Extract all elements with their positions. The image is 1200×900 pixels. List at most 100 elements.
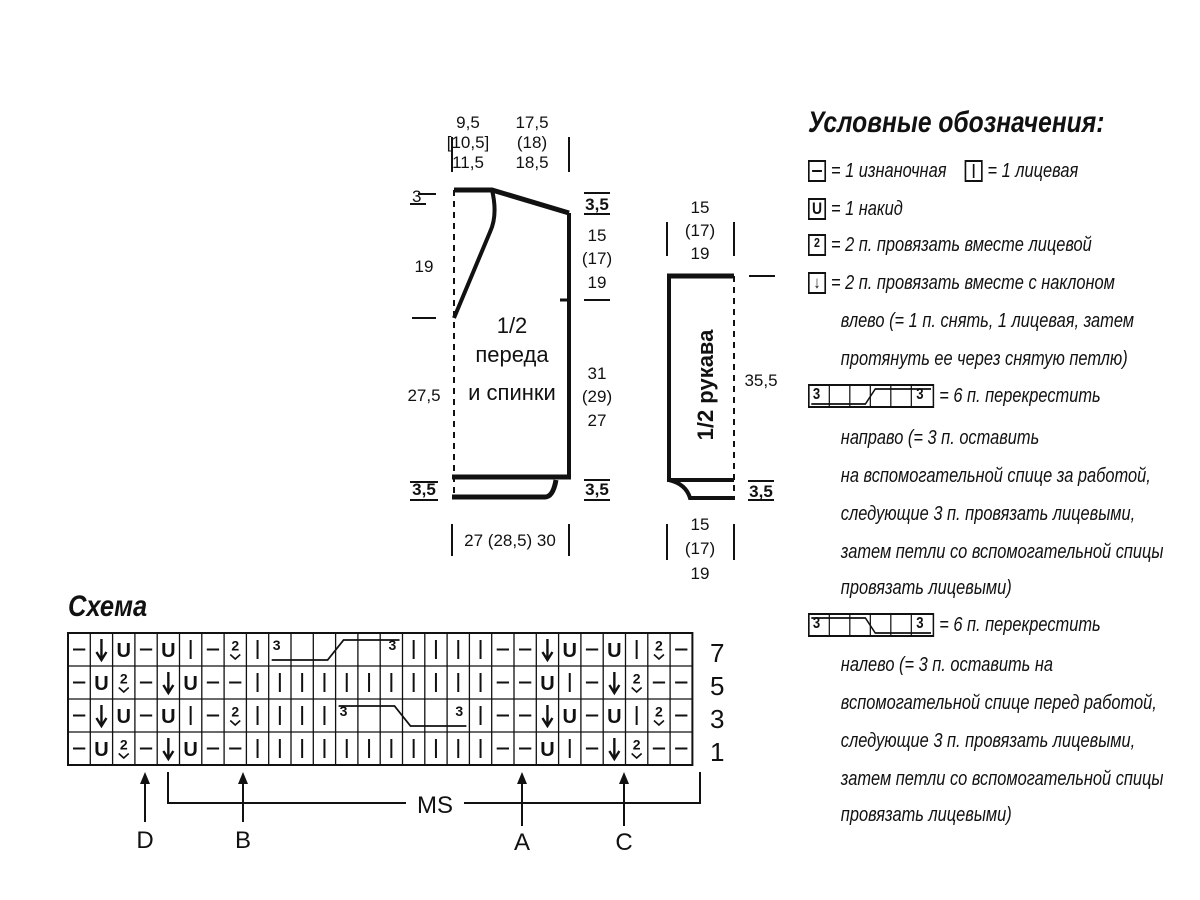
- legend-title: Условные обозначения:: [808, 106, 1105, 139]
- yarn-over-stitch: U: [540, 673, 554, 695]
- chart-grid: UUUUUUUUUUUUUUUU222222223333: [67, 632, 694, 766]
- k2tog-chevron-icon: [631, 686, 643, 694]
- sleeve-top-s: 15: [691, 198, 710, 217]
- k2tog-stitch: 2: [655, 638, 663, 654]
- width-neck-m: [10,5]: [447, 133, 490, 152]
- width-shoulder-s: 17,5: [515, 113, 548, 132]
- depth-neck-label: 3: [412, 187, 421, 206]
- pointer-a: A: [514, 772, 530, 856]
- row-number-1: 1: [710, 737, 724, 767]
- svg-text:C: C: [615, 829, 632, 856]
- legend-ssk-text-3: протянуть ее через снятую петлю): [840, 348, 1128, 370]
- legend-cable-right-text-1: = 6 п. перекрестить: [939, 385, 1101, 407]
- k2tog-chevron-icon: [118, 686, 130, 694]
- width-neck-s: 9,5: [456, 113, 480, 132]
- sleeve-length-label: 35,5: [744, 371, 777, 390]
- front-back-schematic: 9,5 [10,5] 11,5 17,5 (18) 18,5 3 19 27,5…: [407, 113, 612, 556]
- legend-cable-left-text-3: вспомогательной спице перед работой,: [840, 692, 1157, 714]
- cable-right-symbol: 3 3: [808, 384, 935, 408]
- row-number-3: 3: [710, 704, 724, 734]
- ssk-stitch-arrow-icon: [95, 705, 108, 729]
- cable-end-number: 3: [455, 703, 463, 719]
- pointer-d: D: [136, 772, 154, 854]
- k2tog-chevron-icon: [631, 752, 643, 760]
- legend-cable-right-text-3: на вспомогательной спице за работой,: [840, 465, 1151, 487]
- k2tog-stitch: 2: [655, 704, 663, 720]
- ssk-arrow-icon: ↓: [808, 272, 827, 294]
- depth-armhole-m: (17): [582, 249, 612, 268]
- row-number-5: 5: [710, 671, 724, 701]
- k2tog-chevron-icon: [653, 653, 665, 661]
- k2tog-chevron-icon: [653, 719, 665, 727]
- legend-row-purl-knit: = 1 изнаночная = 1 лицевая: [808, 160, 1078, 182]
- sleeve-bottom-m: (17): [685, 539, 715, 558]
- legend-row-cable-left: 3 3 = 6 п. перекрестить: [808, 613, 1101, 637]
- legend-knit-text: = 1 лицевая: [987, 160, 1079, 182]
- ms-label: MS: [417, 792, 453, 819]
- legend-ssk-text-2: влево (= 1 п. снять, 1 лицевая, затем: [840, 310, 1135, 332]
- pointer-c: C: [615, 772, 633, 856]
- knit-symbol: [964, 160, 983, 182]
- legend-row-yo: U = 1 накид: [808, 198, 903, 220]
- k2tog-stitch: 2: [633, 671, 641, 687]
- ssk-stitch-arrow-icon: [608, 672, 621, 696]
- legend-cable-right-text-4: следующие 3 п. провязать лицевыми,: [840, 503, 1136, 525]
- yarn-over-stitch: U: [117, 640, 131, 662]
- legend-cable-left-text-5: затем петли со вспомогательной спицы: [840, 768, 1164, 790]
- sleeve-bottom-l: 19: [691, 564, 710, 583]
- k2tog-chevron-icon: [229, 653, 241, 661]
- legend-cable-left-text-1: = 6 п. перекрестить: [939, 614, 1101, 636]
- sleeve-bottom-s: 15: [691, 515, 710, 534]
- depth-armhole-s: 15: [588, 226, 607, 245]
- yarn-over-stitch: U: [161, 640, 175, 662]
- depth-side-l: 27: [588, 411, 607, 430]
- svg-text:A: A: [514, 829, 530, 856]
- legend-row-ssk: ↓ = 2 п. провязать вместе с наклоном: [808, 272, 1115, 294]
- yarn-over-stitch: U: [94, 673, 108, 695]
- svg-text:B: B: [235, 827, 251, 854]
- k2tog-stitch: 2: [120, 737, 128, 753]
- legend-k2tog-text: = 2 п. провязать вместе лицевой: [830, 234, 1092, 256]
- legend-cable-left-text-2: налево (= 3 п. оставить на: [840, 654, 1054, 676]
- sleeve-top-m: (17): [685, 221, 715, 240]
- legend-row-cable-right: 3 3 = 6 п. перекрестить: [808, 384, 1101, 408]
- cable-start-number: 3: [273, 637, 281, 653]
- k2tog-symbol: 2: [808, 234, 827, 256]
- legend-cable-right-text-5: затем петли со вспомогательной спицы: [840, 541, 1164, 563]
- legend-yo-text: = 1 накид: [830, 198, 903, 220]
- cable-left-symbol: 3 3: [808, 613, 935, 637]
- stitch-chart: Схема UUUUUUUUUUUUUUUU222222223333 7 5 3…: [67, 589, 724, 856]
- body-label-front: переда: [475, 342, 549, 367]
- yarn-over-stitch: U: [607, 640, 621, 662]
- sleeve-label: 1/2 рукава: [693, 329, 718, 441]
- k2tog-stitch: 2: [231, 704, 239, 720]
- depth-armhole-l: 19: [588, 273, 607, 292]
- cable-start-number: 3: [340, 703, 348, 719]
- ssk-stitch-arrow-icon: [162, 672, 175, 696]
- yarn-over-stitch: U: [183, 673, 197, 695]
- legend-cable-right-text-6: провязать лицевыми): [840, 577, 1012, 599]
- ssk-stitch-arrow-icon: [541, 705, 554, 729]
- row-number-7: 7: [710, 638, 724, 668]
- purl-symbol: [808, 160, 827, 182]
- yarn-over-stitch: U: [183, 739, 197, 761]
- chart-title: Схема: [68, 589, 147, 622]
- cable-cross-line: [338, 705, 467, 727]
- k2tog-stitch: 2: [633, 737, 641, 753]
- yarn-over-stitch: U: [161, 706, 175, 728]
- body-label-half: 1/2: [497, 313, 528, 338]
- legend-row-k2tog: 2 = 2 п. провязать вместе лицевой: [808, 234, 1092, 256]
- yarn-over-stitch: U: [540, 739, 554, 761]
- cable-cross-line: [271, 639, 400, 661]
- sleeve-top-l: 19: [691, 244, 710, 263]
- yarn-over-stitch: U: [607, 706, 621, 728]
- yarn-over-stitch: U: [563, 706, 577, 728]
- svg-text:D: D: [136, 827, 153, 854]
- k2tog-stitch: 2: [120, 671, 128, 687]
- k2tog-chevron-icon: [229, 719, 241, 727]
- k2tog-chevron-icon: [118, 752, 130, 760]
- width-neck-l: 11,5: [452, 153, 484, 172]
- ssk-stitch-arrow-icon: [541, 639, 554, 663]
- depth-rib-left-label: 3,5: [412, 480, 436, 499]
- ssk-stitch-arrow-icon: [162, 738, 175, 762]
